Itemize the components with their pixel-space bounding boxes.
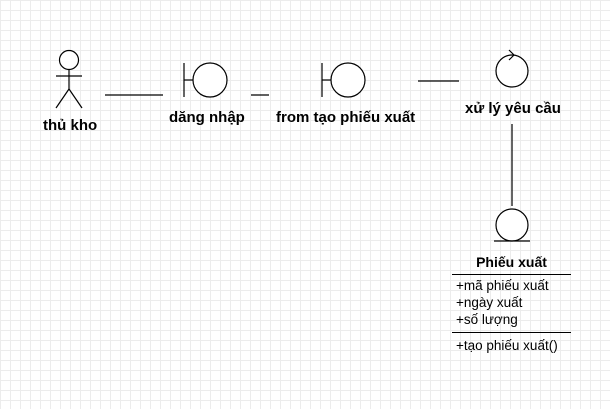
entity-operation: +tạo phiếu xuất()	[456, 338, 558, 353]
entity-attribute: +mã phiếu xuất	[456, 278, 549, 293]
entity-operations: +tạo phiếu xuất()	[452, 333, 571, 358]
entity-attributes: +mã phiếu xuất +ngày xuất +số lượng	[452, 275, 571, 332]
control-label: xử lý yêu cầu	[465, 100, 561, 117]
boundary-form-icon[interactable]	[321, 62, 366, 98]
entity-icon[interactable]	[494, 208, 530, 242]
boundary-login-icon[interactable]	[183, 62, 228, 98]
entity-attribute: +ngày xuất	[456, 295, 523, 310]
entity-attribute: +số lượng	[456, 312, 518, 327]
boundary-login-label: dăng nhập	[169, 109, 245, 126]
class-divider	[452, 274, 571, 275]
entity-class-box[interactable]: Phiếu xuất +mã phiếu xuất +ngày xuất +số…	[452, 250, 571, 358]
class-divider	[452, 332, 571, 333]
boundary-form-label: from tạo phiếu xuất	[276, 109, 416, 126]
actor-figure[interactable]	[55, 49, 83, 109]
control-icon[interactable]	[495, 49, 529, 88]
entity-class-name: Phiếu xuất	[476, 254, 547, 270]
actor-label: thủ kho	[43, 117, 98, 134]
